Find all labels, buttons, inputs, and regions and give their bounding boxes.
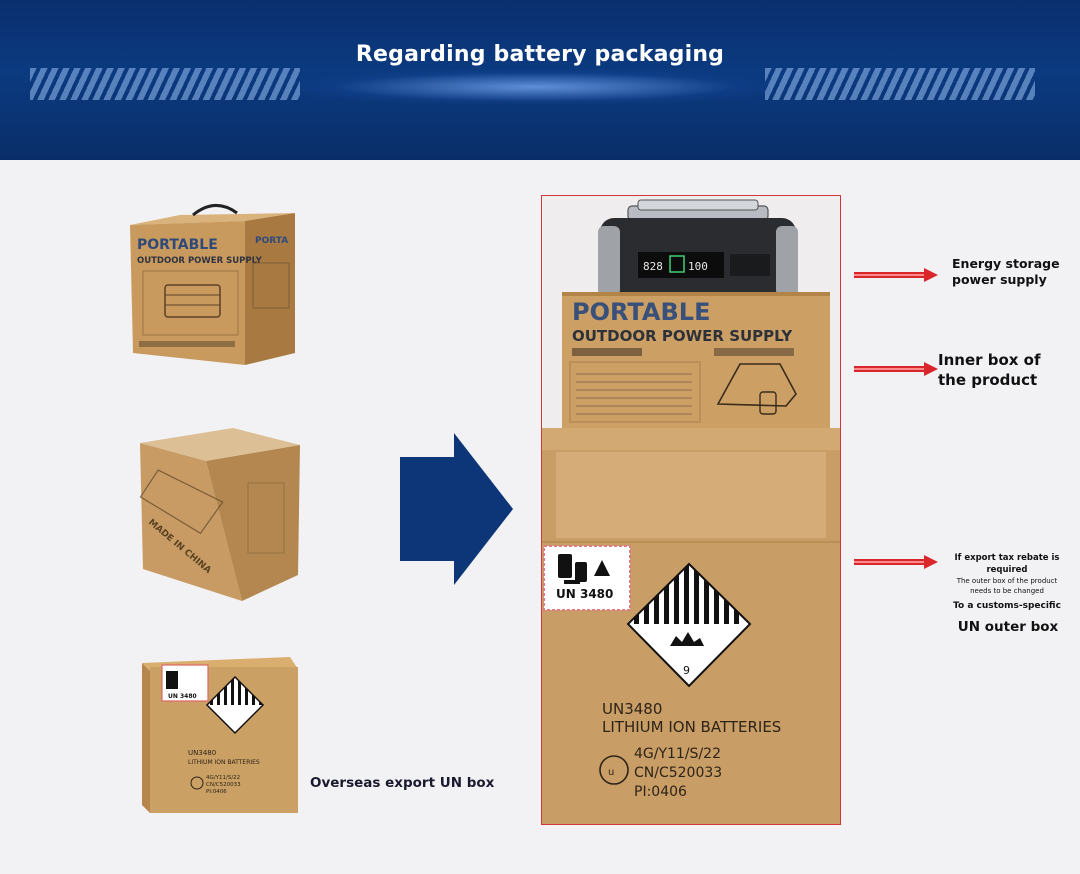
banner-glow	[300, 70, 770, 104]
red-arrow-icon	[854, 268, 938, 282]
svg-text:100: 100	[688, 260, 708, 273]
page-title: Regarding battery packaging	[355, 42, 725, 67]
marking-line4: CN/C520033	[634, 765, 722, 781]
label-inner-box: Inner box of the product	[938, 351, 1041, 389]
box3-line2: LITHIUM ION BATTERIES	[188, 759, 260, 766]
box3-line5: PI:0406	[206, 789, 227, 795]
box3-un-label: UN 3480	[168, 693, 197, 700]
marking-line5: PI:0406	[634, 784, 687, 800]
svg-text:PORTA: PORTA	[255, 236, 288, 246]
svg-text:u: u	[608, 767, 614, 778]
class-number: 9	[683, 664, 690, 677]
red-arrow-icon	[854, 362, 938, 376]
svg-text:828: 828	[643, 260, 663, 273]
un-export-box-small: UN 3480 UN3480 LITHIUM ION BATTERIES 4G/…	[142, 657, 298, 813]
label-rebate-line2: The outer box of the product needs to be…	[956, 577, 1058, 595]
plain-carton-box: MADE IN CHINA	[139, 428, 300, 601]
un-label-text: UN 3480	[556, 587, 613, 601]
packaging-stack-image: 828 100 PORTABLE OUTDOOR POWER SUPPLY UN…	[541, 195, 841, 825]
red-arrow-icon	[854, 555, 938, 569]
inner-box-subtitle: OUTDOOR POWER SUPPLY	[572, 327, 793, 345]
box1-subtitle: OUTDOOR POWER SUPPLY	[137, 256, 263, 266]
banner-stripes-left	[30, 68, 300, 100]
box3-line1: UN3480	[188, 749, 216, 757]
label-energy-storage: Energy storage power supply	[952, 256, 1060, 287]
product-retail-box: PORTABLE OUTDOOR POWER SUPPLY PORTA	[130, 204, 295, 365]
marking-line3: 4G/Y11/S/22	[634, 746, 721, 762]
banner-stripes-right	[765, 68, 1035, 100]
label-rebate-line4: UN outer box	[957, 619, 1059, 635]
header-banner: Regarding battery packaging	[0, 0, 1080, 160]
label-rebate-line3: To a customs-specific	[953, 601, 1061, 611]
box3-line3: 4G/Y11/S/22	[206, 775, 240, 781]
label-rebate-line1: If export tax rebate is required	[954, 553, 1060, 575]
inner-box-brand: PORTABLE	[572, 298, 710, 326]
marking-line1: UN3480	[602, 700, 662, 718]
marking-line2: LITHIUM ION BATTERIES	[602, 718, 781, 736]
arrow-right-icon	[400, 433, 513, 585]
box3-line4: CN/C520033	[206, 782, 241, 788]
caption-overseas-un-box: Overseas export UN box	[310, 775, 495, 791]
box1-brand: PORTABLE	[137, 237, 218, 253]
